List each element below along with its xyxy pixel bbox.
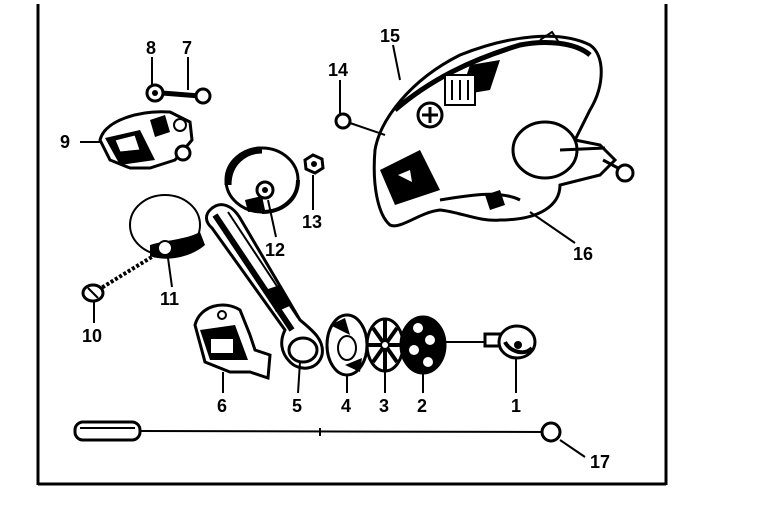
label-part-5: 5 <box>292 396 302 416</box>
disc-part-3 <box>365 317 405 373</box>
disc-part-4 <box>325 313 369 377</box>
label-part-7: 7 <box>182 38 192 58</box>
label-part-9: 9 <box>60 132 70 152</box>
label-part-15: 15 <box>380 26 400 46</box>
nut-part-13 <box>303 153 325 175</box>
screw-part-10 <box>81 253 157 303</box>
label-part-6: 6 <box>217 396 227 416</box>
label-part-13: 13 <box>302 212 322 232</box>
lever-arm-part-5 <box>205 203 324 370</box>
label-part-16: 16 <box>573 244 593 264</box>
label-part-17: 17 <box>590 452 610 472</box>
label-part-1: 1 <box>511 396 521 416</box>
label-part-11: 11 <box>160 289 179 309</box>
bracket-part-6 <box>193 303 272 381</box>
housing-screw <box>602 158 635 183</box>
pin-part-7 <box>161 87 212 105</box>
label-part-14: 14 <box>328 60 348 80</box>
label-part-2: 2 <box>417 396 427 416</box>
cap-part-1 <box>483 324 537 360</box>
label-part-10: 10 <box>82 326 102 346</box>
screw-part-14 <box>334 112 386 136</box>
clamp-part-9 <box>98 110 194 170</box>
pulley-part-12 <box>224 146 300 214</box>
bolt-part-8 <box>145 83 165 103</box>
disc-part-2 <box>399 315 488 375</box>
label-part-3: 3 <box>379 396 389 416</box>
knob-part-11 <box>129 194 205 259</box>
housing-part-15-16 <box>372 30 618 228</box>
label-part-4: 4 <box>341 396 351 416</box>
cable-part-17 <box>73 420 562 443</box>
label-part-12: 12 <box>265 240 285 260</box>
leader-lines <box>80 44 586 458</box>
label-part-8: 8 <box>146 38 156 58</box>
